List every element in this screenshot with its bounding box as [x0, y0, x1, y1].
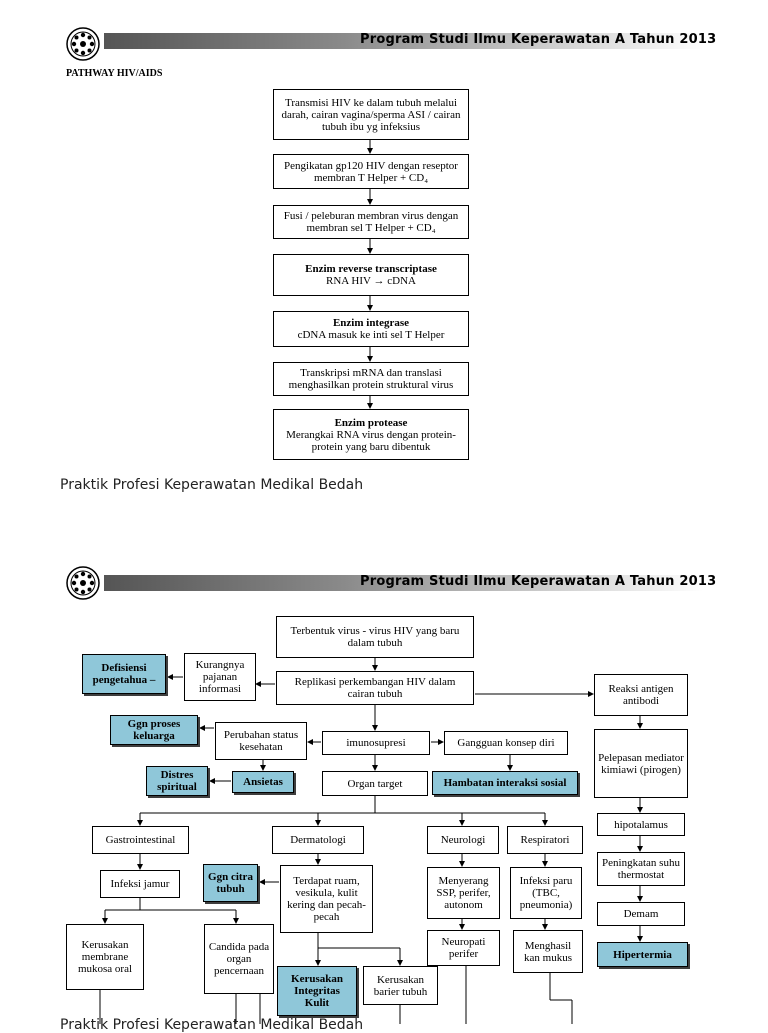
box-gastrointestinal: Gastrointestinal [92, 826, 189, 854]
box-respiratori: Respiratori [507, 826, 583, 854]
university-seal-icon [66, 566, 100, 600]
box-peningkatan-suhu: Peningkatan suhu thermostat [597, 852, 685, 886]
box-ansietas: Ansietas [232, 771, 294, 793]
box-perubahan-status: Perubahan status kesehatan [215, 722, 307, 760]
box-pelepasan-mediator: Pelepasan mediator kimiawi (pirogen) [594, 729, 688, 798]
box-menghasilkan-mukus: Menghasil kan mukus [513, 930, 583, 973]
box-neurologi: Neurologi [427, 826, 499, 854]
box-kerusakan-barier: Kerusakan barier tubuh [363, 966, 438, 1005]
header-bar [104, 575, 704, 591]
box-ggn-citra-tubuh: Ggn citra tubuh [203, 864, 258, 902]
box-ggn-proses-keluarga: Ggn proses keluarga [110, 715, 198, 745]
box-defisiensi-pengetahuan: Defisiensi pengetahua – [82, 654, 166, 694]
header-bar [104, 33, 704, 49]
box-hipotalamus: hipotalamus [597, 813, 685, 836]
box-dermatologi: Dermatologi [272, 826, 364, 854]
box-kurangnya: Kurangnya pajanan informasi [184, 653, 256, 701]
box-transkripsi: Transkripsi mRNA dan translasi menghasil… [273, 362, 469, 396]
box-candida: Candida pada organ pencernaan [204, 924, 274, 994]
box-terbentuk-virus: Terbentuk virus - virus HIV yang baru da… [276, 616, 474, 658]
page-footer: Praktik Profesi Keperawatan Medikal Beda… [60, 477, 364, 493]
header-text: Program Studi Ilmu Keperawatan A Tahun 2… [360, 574, 717, 589]
box-reaksi-antigen: Reaksi antigen antibodi [594, 674, 688, 716]
box-hambatan-interaksi-sosial: Hambatan interaksi sosial [432, 771, 578, 795]
box-kerusakan-membrane: Kerusakan membrane mukosa oral [66, 924, 144, 990]
university-seal-icon [66, 27, 100, 61]
box-replikasi: Replikasi perkembangan HIV dalam cairan … [276, 671, 474, 705]
box-fusi: Fusi / peleburan membran virus dengan me… [273, 205, 469, 239]
page-footer: Praktik Profesi Keperawatan Medikal Beda… [60, 1017, 364, 1033]
box-gangguan-konsep-diri: Gangguan konsep diri [444, 731, 568, 755]
box-distres-spiritual: Distres spiritual [146, 766, 208, 796]
box-menyerang-ssp: Menyerang SSP, perifer, autonom [427, 867, 500, 919]
box-infeksi-paru: Infeksi paru (TBC, pneumonia) [510, 867, 582, 919]
box-transmisi: Transmisi HIV ke dalam tubuh melalui dar… [273, 89, 469, 140]
box-demam: Demam [597, 902, 685, 926]
page-title: PATHWAY HIV/AIDS [66, 68, 163, 79]
header-text: Program Studi Ilmu Keperawatan A Tahun 2… [360, 32, 717, 47]
box-imunosupresi: imunosupresi [322, 731, 430, 755]
box-hipertermia: Hipertermia [597, 942, 688, 967]
box-pengikatan: Pengikatan gp120 HIV dengan reseptor mem… [273, 154, 469, 189]
box-organ-target: Organ target [322, 771, 428, 796]
box-neuropati-perifer: Neuropati perifer [427, 930, 500, 966]
box-kerusakan-integritas-kulit: Kerusakan Integritas Kulit [277, 966, 357, 1016]
box-terdapat-ruam: Terdapat ruam, vesikula, kulit kering da… [280, 865, 373, 933]
box-infeksi-jamur: Infeksi jamur [100, 870, 180, 898]
